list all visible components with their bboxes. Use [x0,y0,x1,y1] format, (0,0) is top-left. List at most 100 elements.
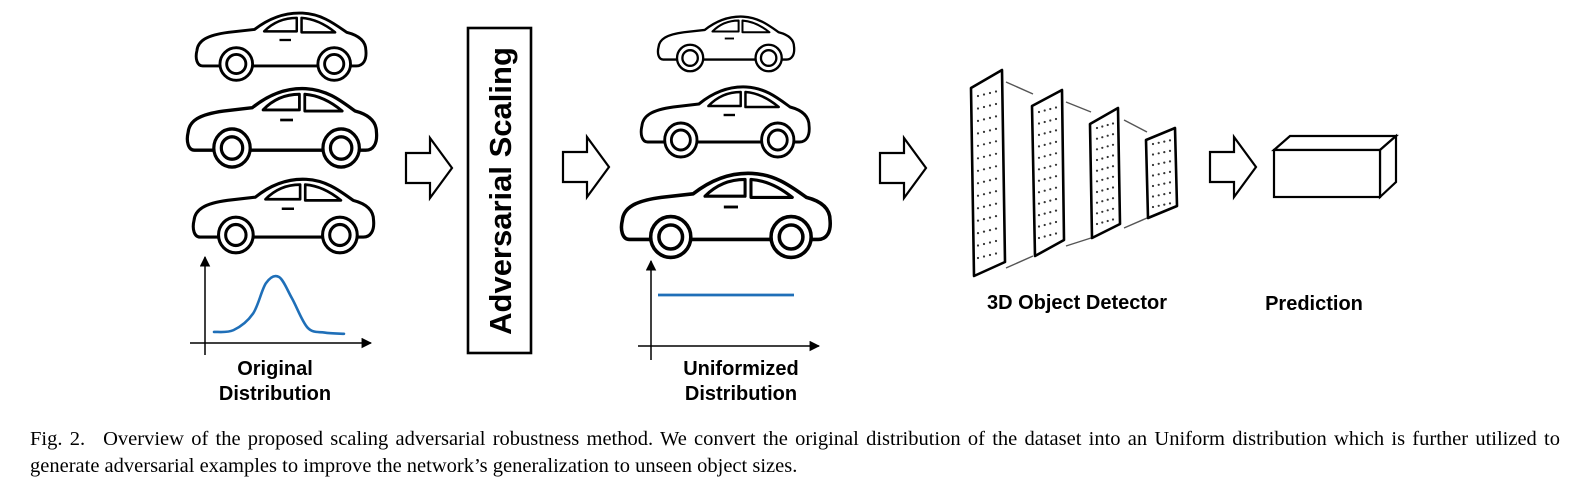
feature-dot [994,140,998,143]
original-distribution-plot [190,255,373,355]
uniformized-distribution-plot [638,259,821,360]
original-distribution-label-line1: Original [237,358,313,380]
feature-dot [994,90,998,93]
feature-dot [1043,143,1046,146]
feature-dot [988,141,992,144]
feature-dot [1049,188,1052,191]
uniformized-distribution-label-line1: Uniformized [683,358,799,380]
feature-dot [1168,202,1172,205]
feature-dot [1049,119,1052,122]
feature-dot [976,244,980,247]
feature-dot [982,105,986,109]
feature-dot [1043,155,1046,158]
feature-dot [1163,140,1166,143]
feature-dot [1106,219,1109,223]
feature-dot [982,193,986,196]
feature-dot [1111,175,1115,178]
feature-dot [1049,130,1052,133]
caption-text: Overview of the proposed scaling adversa… [30,428,1560,477]
feature-dot [1168,160,1172,163]
feature-dot [988,104,992,107]
feature-dot [1054,129,1058,132]
feature-dot [1106,134,1109,137]
prediction-box-icon [1271,133,1399,200]
feature-dot [1049,222,1052,225]
feature-dot [994,190,998,193]
feature-dot [1111,207,1115,210]
feature-dot [976,144,980,147]
feature-dot [1043,166,1046,169]
feature-dot [1049,233,1052,237]
feature-dot [1106,155,1109,159]
feature-dot [976,194,980,197]
feature-dot [1151,205,1155,209]
feature-dot [982,155,986,158]
feature-dot [988,253,992,257]
feature-dot [1095,212,1099,215]
feature-dot [1095,137,1099,140]
feature-dot [1054,175,1058,178]
feature-dot [976,232,980,235]
feature-dot [1157,141,1160,144]
feature-dot [988,241,992,244]
feature-dot [1111,133,1115,136]
feature-dot [1157,183,1160,186]
feature-dot [1043,223,1046,227]
feature-dot [982,205,986,208]
feature-dot [988,204,992,207]
feature-dot [1037,110,1041,114]
figure-caption: Fig. 2.Overview of the proposed scaling … [30,426,1560,480]
detector-layer-1 [969,68,1007,278]
feature-dot [994,127,998,130]
feature-dot [1054,232,1058,235]
uniformized-car-small [656,15,796,73]
original-distribution-curve [212,274,346,336]
feature-dot [982,180,986,183]
feature-dot [1101,200,1104,203]
feature-dot [1095,180,1099,183]
feature-dot [982,143,986,146]
feature-dot [1106,177,1109,180]
feature-dot [976,169,980,172]
feature-dot [976,107,980,110]
feature-dot [1111,197,1115,200]
feature-dot [1168,191,1172,194]
original-car-1 [194,11,368,82]
feature-dot [982,168,986,171]
flow-arrow-3 [878,136,928,200]
uniformized-car-large [619,171,833,260]
feature-dot [1101,157,1104,160]
feature-dot [988,229,992,232]
feature-dot [1037,156,1041,159]
feature-dot [1168,170,1172,173]
feature-dot [988,179,992,182]
feature-dot [994,202,998,205]
uniformized-car-medium [639,85,811,159]
feature-dot [994,102,998,106]
feature-dot [1106,145,1109,148]
feature-dot [1101,125,1104,128]
feature-dot [1037,122,1041,125]
feature-dot [1037,168,1041,171]
feature-dot [1111,165,1115,168]
feature-dot [1043,178,1046,181]
feature-dot [994,115,998,118]
flow-arrow-1 [404,136,454,200]
feature-dot [1043,132,1046,135]
feature-dot [1054,220,1058,224]
feature-dot [994,239,998,243]
feature-dot [1101,178,1104,181]
feature-dot [982,118,986,121]
feature-dot [1163,151,1166,154]
feature-dot [1095,222,1099,226]
feature-dot [994,152,998,155]
feature-dot [1151,195,1155,198]
feature-dot [988,91,992,95]
flow-arrow-2 [561,135,611,199]
feature-dot [982,218,986,221]
feature-dot [1037,225,1041,228]
adversarial-scaling-box: Adversarial Scaling [466,26,533,355]
feature-dot [1095,169,1099,172]
feature-dot [1163,182,1166,185]
detector-layer-2 [1030,88,1066,258]
